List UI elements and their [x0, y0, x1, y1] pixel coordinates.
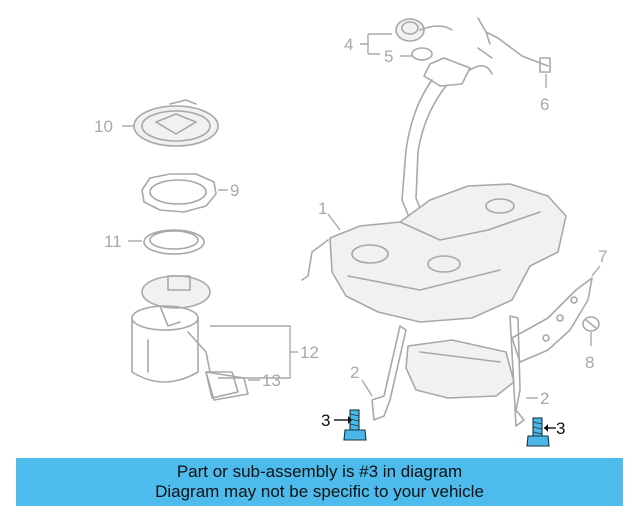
- bolt-right-highlighted[interactable]: [526, 417, 550, 447]
- filler-cap-part: [395, 18, 453, 42]
- callout-8: 8: [585, 353, 594, 372]
- filler-neck-part: [401, 47, 493, 225]
- callout-4: 4: [344, 35, 353, 54]
- tank-strap-right-part: [509, 315, 525, 427]
- tank-heat-shield-part: [405, 339, 515, 399]
- tank-bracket-part: [511, 277, 593, 363]
- fuel-pump-module-part: [131, 275, 239, 399]
- info-banner: Part or sub-assembly is #3 in diagram Di…: [16, 458, 623, 506]
- callout-13: 13: [262, 371, 281, 390]
- callout-11: 11: [104, 232, 122, 251]
- callout-6: 6: [540, 95, 549, 114]
- parts-diagram: 10 9 11 12 13 4 5: [94, 17, 607, 447]
- vent-hose-part: [477, 17, 551, 73]
- module-bracket-part: [205, 371, 249, 401]
- bolt-left-highlighted[interactable]: [343, 409, 367, 441]
- callout-10: 10: [94, 117, 113, 136]
- retainer-ring-part: [141, 173, 217, 213]
- banner-line-2: Diagram may not be specific to your vehi…: [155, 482, 484, 501]
- fuel-pump-flange-part: [133, 99, 219, 147]
- callout-1: 1: [318, 199, 327, 218]
- callout-3a: 3: [321, 411, 330, 430]
- callout-3b: 3: [556, 419, 565, 438]
- fuel-tank-part: [301, 183, 567, 323]
- callout-12: 12: [300, 343, 319, 362]
- tank-strap-left-part: [371, 325, 407, 421]
- grommet-part: [582, 316, 600, 332]
- callout-2b: 2: [540, 389, 549, 408]
- callout-9: 9: [230, 181, 239, 200]
- filler-seal-part: [411, 47, 433, 61]
- callout-7: 7: [598, 247, 607, 266]
- seal-ring-part: [143, 229, 205, 255]
- banner-line-1: Part or sub-assembly is #3 in diagram: [176, 462, 463, 481]
- callout-5: 5: [384, 47, 393, 66]
- callout-2a: 2: [350, 363, 359, 382]
